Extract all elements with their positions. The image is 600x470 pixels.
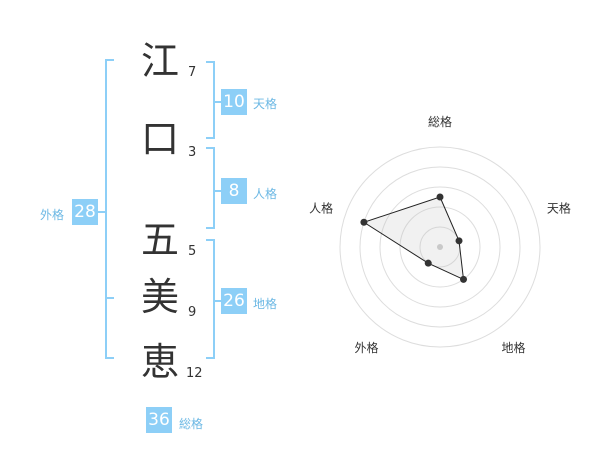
radar-grid-ring <box>379 186 501 308</box>
radar-axis-label-5: 人格 <box>309 200 333 215</box>
radar-axis-label-2: 天格 <box>547 200 571 215</box>
radar-grid-ring <box>339 146 541 348</box>
name-char-1: 江 <box>140 39 179 83</box>
radar-axis-label-4: 外格 <box>354 340 378 355</box>
stroke-count-2: 3 <box>188 145 197 160</box>
radar-point-3 <box>460 275 468 283</box>
soukaku-value: 36 <box>146 407 172 433</box>
radar-point-2 <box>455 237 463 245</box>
gaikaku-label: 外格 <box>40 208 65 222</box>
name-char-5: 恵 <box>140 340 179 384</box>
stroke-count-4: 9 <box>188 305 197 320</box>
tenkaku-bracket <box>206 61 215 139</box>
jinkaku-bracket <box>206 147 215 229</box>
radar-grid <box>339 146 541 348</box>
chikaku-value: 26 <box>221 288 247 314</box>
gaikaku-bracket <box>105 59 114 359</box>
radar-axis-label-1: 総格 <box>428 114 452 129</box>
radar-axis-label-3: 地格 <box>501 340 525 355</box>
chikaku-bracket <box>206 239 215 359</box>
tenkaku-label: 天格 <box>253 97 278 111</box>
chikaku-label: 地格 <box>253 297 278 311</box>
jinkaku-label: 人格 <box>253 187 278 201</box>
name-char-3: 五 <box>140 218 179 262</box>
tenkaku-value: 10 <box>221 89 247 115</box>
stroke-count-3: 5 <box>188 244 197 259</box>
radar-point-4 <box>424 259 432 267</box>
radar-points <box>360 193 468 283</box>
radar-center-dot <box>437 244 443 250</box>
stroke-count-1: 7 <box>188 65 197 80</box>
name-char-4: 美 <box>140 275 179 319</box>
gaikaku-value: 28 <box>72 199 98 225</box>
radar-area <box>362 196 465 281</box>
soukaku-label: 総格 <box>179 417 204 431</box>
radar-point-1 <box>436 193 444 201</box>
jinkaku-value: 8 <box>221 178 247 204</box>
name-char-2: 口 <box>140 117 179 161</box>
radar-point-5 <box>360 218 368 226</box>
stroke-count-5: 12 <box>186 366 203 381</box>
radar-grid-ring <box>359 166 521 328</box>
radar-grid-ring <box>399 206 481 288</box>
